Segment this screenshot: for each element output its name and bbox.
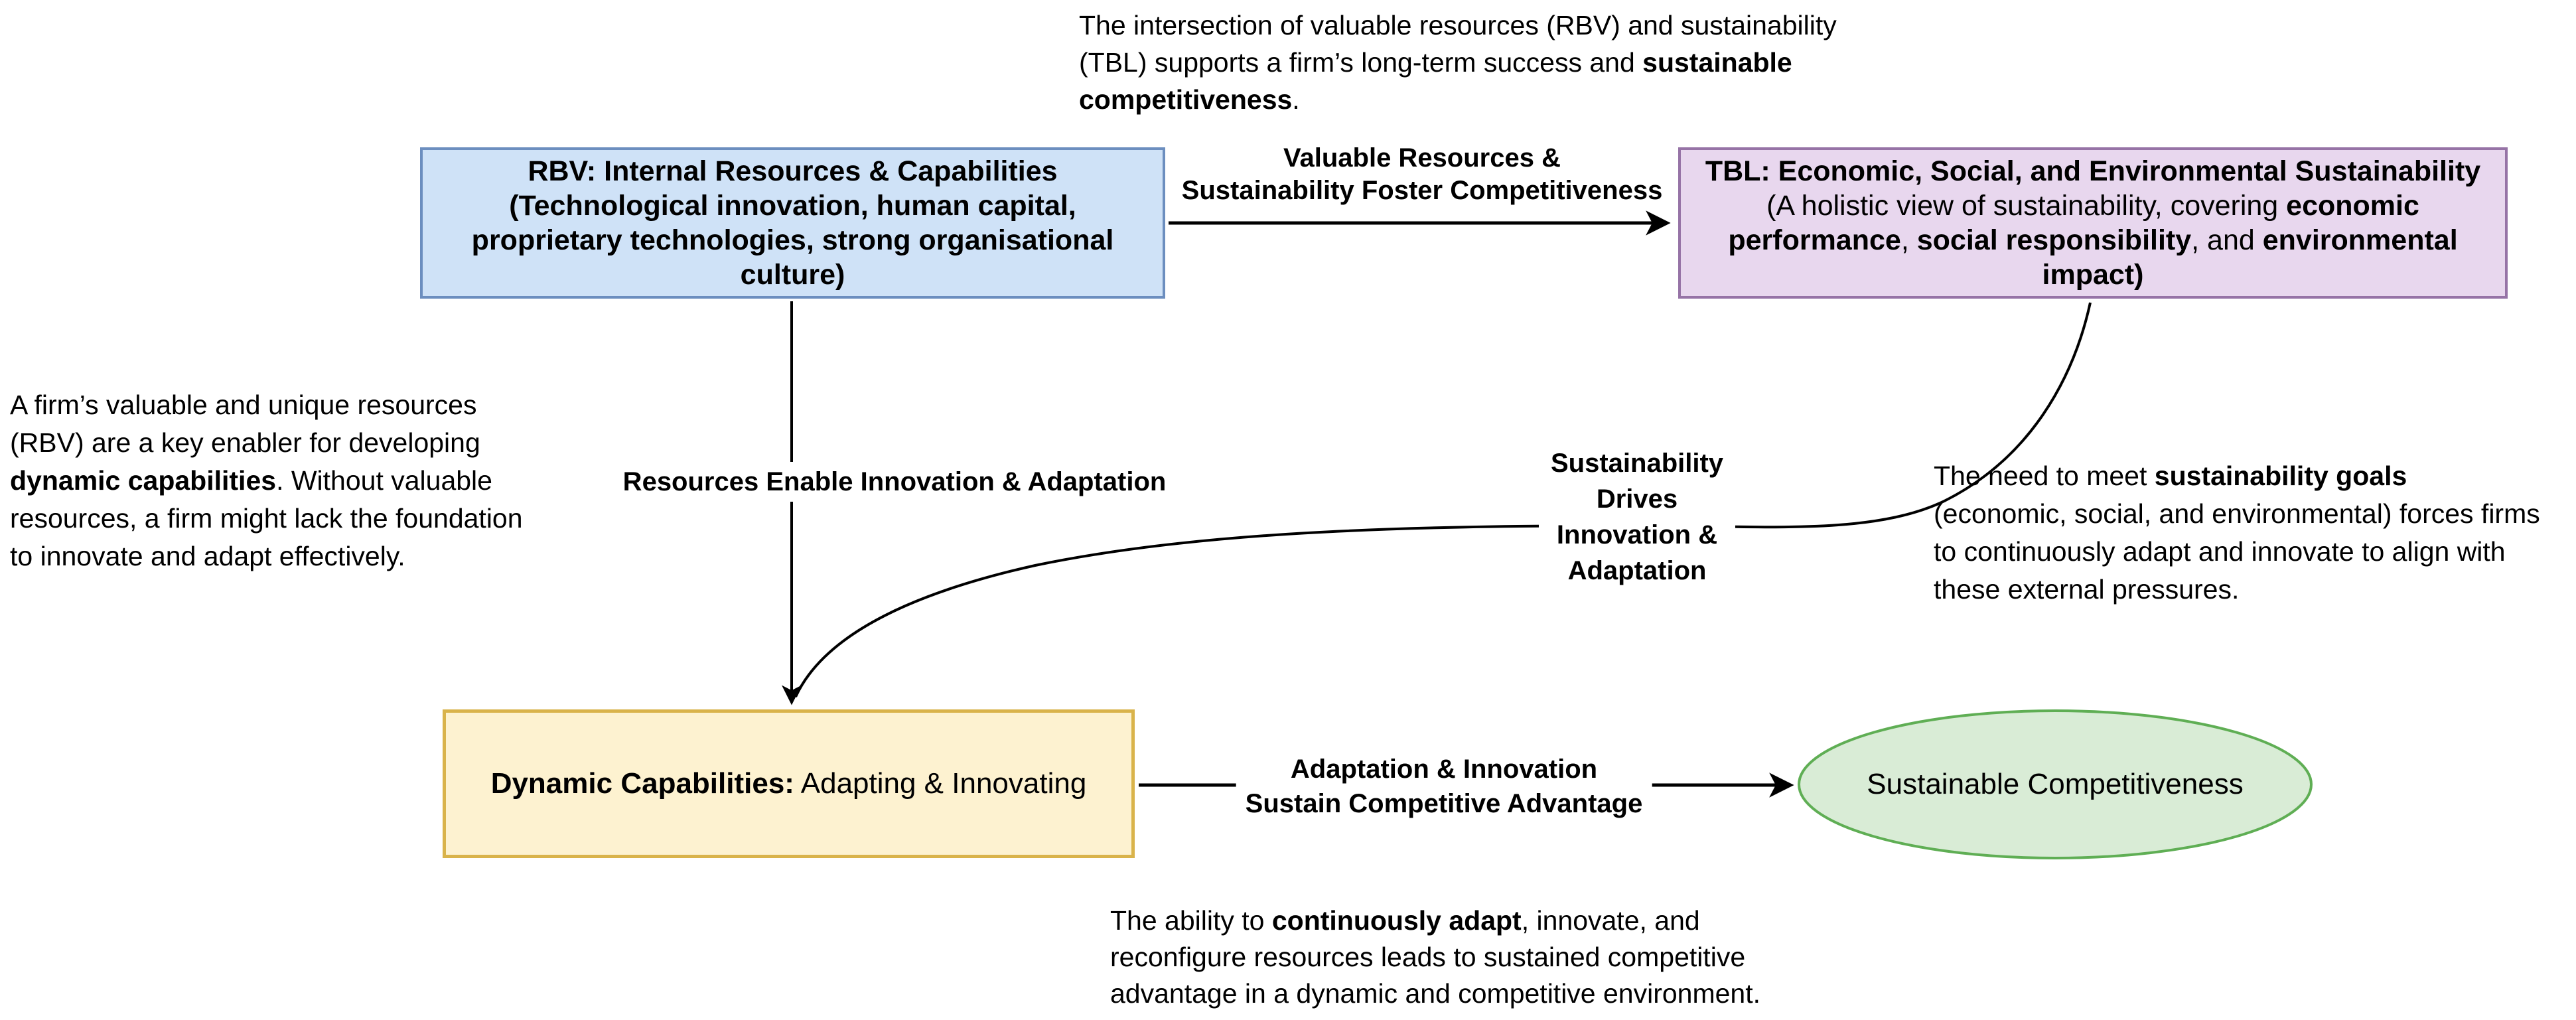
note-rbv-enabler: A firm’s valuable and unique resources(R…	[10, 390, 523, 571]
node-tbl: TBL: Economic, Social, and Environmental…	[1678, 147, 2508, 299]
note-sustainability-pressure: The need to meet sustainability goals(ec…	[1934, 461, 2540, 605]
edge-tbl-to-dynamic	[794, 302, 2092, 697]
node-rbv: RBV: Internal Resources & Capabilities(T…	[420, 147, 1165, 299]
note-intersection: The intersection of valuable resources (…	[1079, 10, 1837, 115]
edge-label-rbv-to-tbl: Valuable Resources &Sustainability Foste…	[1181, 143, 1663, 205]
node-outcome-ellipse	[1798, 709, 2313, 859]
note-adaptation-outcome: The ability to continuously adapt, innov…	[1110, 905, 1761, 1009]
node-dynamic-capabilities: Dynamic Capabilities: Adapting & Innovat…	[443, 709, 1135, 858]
node-outcome-label: Sustainable Competitiveness	[1867, 768, 2244, 800]
edge-label-rbv-to-dynamic: Resources Enable Innovation & Adaptation	[613, 462, 1176, 502]
